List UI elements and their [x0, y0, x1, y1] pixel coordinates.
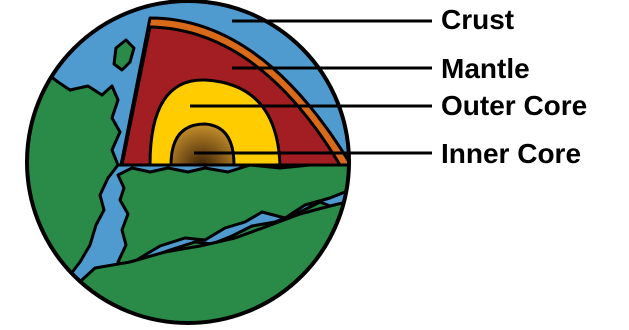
crust-label: Crust — [441, 6, 514, 34]
mantle-label: Mantle — [441, 55, 530, 83]
outer-core-label: Outer Core — [441, 92, 587, 120]
inner-core-label: Inner Core — [441, 140, 581, 168]
